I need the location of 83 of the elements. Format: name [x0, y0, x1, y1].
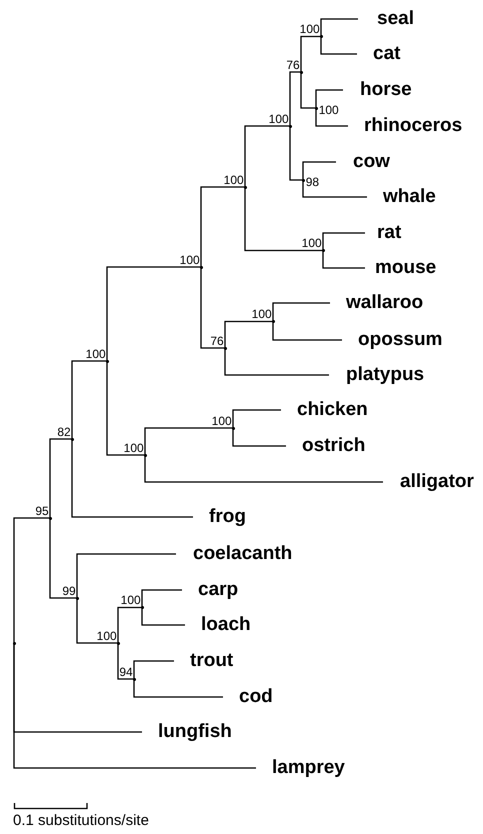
tree-branch — [49, 438, 72, 518]
bootstrap-value: 100 — [86, 348, 106, 360]
branch-node — [12, 642, 16, 644]
tree-branch — [244, 125, 290, 187]
bootstrap-value: 82 — [57, 426, 71, 438]
tree-branch — [117, 643, 134, 680]
bootstrap-value: 100 — [268, 112, 289, 126]
bootstrap-value: 100 — [180, 254, 200, 266]
bootstrap-value: 100 — [302, 237, 322, 250]
bootstrap-value: 100 — [96, 630, 117, 642]
bootstrap-value: 100 — [300, 23, 320, 36]
bootstrap-value: 100 — [318, 104, 339, 116]
tree-branch — [144, 427, 233, 455]
tree-branch — [13, 643, 256, 769]
taxon-label: cat — [373, 43, 400, 65]
tree-branch — [302, 180, 367, 198]
bootstrap-value: 100 — [124, 442, 144, 454]
tree-branch — [302, 161, 336, 180]
tree-branch — [71, 360, 107, 439]
bootstrap-value: 95 — [35, 504, 49, 518]
taxon-label: alligator — [400, 471, 474, 493]
taxon-label: trout — [190, 650, 234, 672]
tree-branch — [232, 409, 281, 428]
bootstrap-value: 98 — [306, 176, 320, 188]
taxon-label: loach — [201, 614, 251, 636]
tree-branch — [200, 186, 245, 267]
taxon-label: lungfish — [158, 721, 232, 743]
tree-branch — [300, 36, 321, 72]
tree-branch — [141, 608, 185, 626]
tree-branch — [244, 187, 323, 252]
tree-branch — [300, 72, 316, 109]
tree-branch — [289, 126, 303, 181]
tree-branch — [224, 320, 273, 348]
taxon-label: frog — [209, 506, 246, 528]
taxon-label: horse — [360, 79, 412, 101]
taxon-label: mouse — [375, 257, 436, 279]
taxon-label: seal — [377, 8, 414, 30]
bootstrap-value: 99 — [62, 584, 76, 598]
tree-branch — [272, 322, 342, 341]
tree-branch — [71, 439, 193, 518]
taxon-label: wallaroo — [346, 292, 424, 314]
tree-branch — [133, 660, 174, 679]
taxon-label: lamprey — [272, 757, 345, 779]
taxon-label: platypus — [346, 364, 424, 386]
tree-branch — [144, 455, 383, 483]
tree-branch — [49, 518, 77, 599]
tree-branch — [322, 232, 365, 250]
tree-branch — [315, 108, 348, 127]
tree-branch — [272, 302, 330, 322]
tree-branch — [289, 71, 301, 126]
tree-branch — [141, 589, 182, 608]
tree-branch — [322, 250, 365, 269]
tree-branch — [76, 553, 176, 598]
tree-branch — [320, 36, 357, 55]
taxon-label: ostrich — [302, 435, 366, 457]
tree-branch — [117, 606, 142, 643]
tree-branch — [200, 267, 225, 349]
taxon-label: rhinoceros — [364, 115, 462, 137]
scale-bar-label: 0.1 substitutions/site — [13, 812, 149, 829]
tree-branch — [76, 598, 118, 644]
bootstrap-value: 76 — [286, 58, 300, 72]
bootstrap-value: 100 — [224, 174, 244, 186]
tree-branch — [232, 428, 286, 447]
taxon-label: cow — [353, 151, 390, 173]
taxon-label: cod — [239, 686, 273, 708]
taxon-label: opossum — [358, 329, 442, 351]
bootstrap-value: 100 — [252, 308, 272, 321]
bootstrap-value: 100 — [212, 414, 232, 428]
tree-branch — [106, 361, 145, 456]
taxon-label: coelacanth — [193, 543, 292, 565]
tree-branch — [133, 679, 223, 698]
tree-branch — [315, 89, 343, 108]
tree-branch — [13, 517, 50, 643]
tree-branch — [224, 348, 329, 376]
bootstrap-value: 76 — [210, 334, 224, 348]
taxon-label: chicken — [297, 399, 368, 421]
taxon-label: whale — [383, 186, 436, 208]
taxon-label: carp — [198, 579, 238, 601]
bootstrap-value: 94 — [119, 666, 133, 678]
tree-branch — [106, 266, 201, 361]
tree-branch — [320, 18, 358, 36]
taxon-label: rat — [377, 222, 402, 244]
bootstrap-value: 100 — [120, 594, 141, 607]
